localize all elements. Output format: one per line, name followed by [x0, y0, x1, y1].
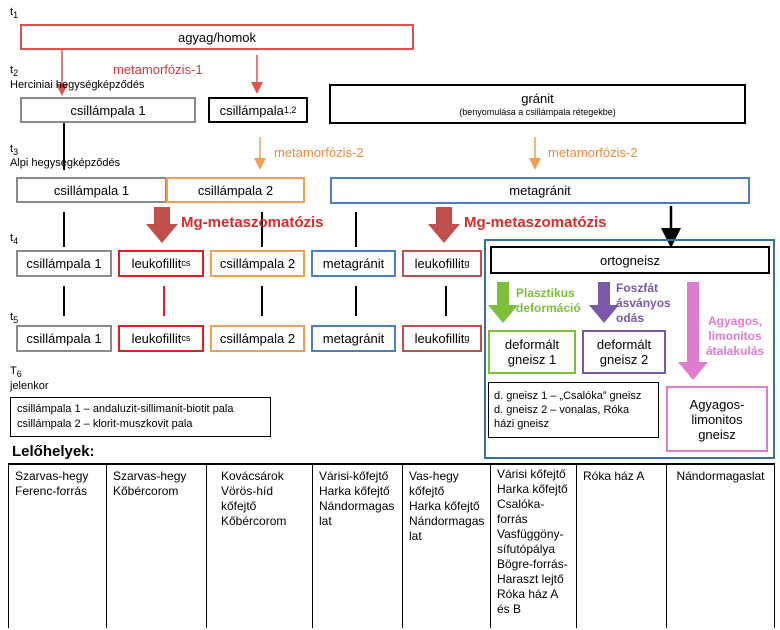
label-metamorfozis-2-right: metamorfózis-2 — [548, 145, 638, 160]
ortogneisz-panel — [484, 239, 775, 459]
box-csillampala-legend: csillámpala 1 – andaluzit-sillimanit-bio… — [10, 397, 271, 437]
time-t2: t2 — [10, 64, 19, 79]
time-t1: t1 — [10, 6, 19, 21]
box-agyag-homok: agyag/homok — [20, 24, 414, 50]
arrow-pink — [678, 282, 708, 380]
time-t2-label: Herciniai hegységképződés — [10, 79, 145, 91]
arrow-green — [488, 282, 518, 323]
time-t3: t3 — [10, 143, 19, 158]
time-t5: t5 — [10, 311, 19, 326]
lelohelyek-title: Lelőhelyek: — [12, 443, 95, 460]
time-t3-label: Alpi hegységképződés — [10, 157, 121, 169]
label-metamorfozis-2-left: metamorfózis-2 — [274, 145, 364, 160]
box-csillampala-2-t4: csillámpala 2 — [210, 250, 305, 277]
box-csillampala-1-t4: csillámpala 1 — [16, 250, 112, 277]
box-metagranit-t5: metagránit — [311, 325, 396, 352]
label-mg-metaszomatozis-2: Mg-metaszomatózis — [464, 214, 607, 231]
box-granit: gránit (benyomulása a csillámpala rétege… — [329, 84, 746, 124]
label-mg-metaszomatozis-1: Mg-metaszomatózis — [181, 214, 324, 231]
box-metagranit-t4: metagránit — [311, 250, 396, 277]
granit-title: gránit — [521, 90, 554, 106]
lelohely-cell: Róka ház A — [576, 465, 667, 628]
box-csillampala-2-t3: csillámpala 2 — [166, 177, 305, 203]
box-csillampala-1-t5: csillámpala 1 — [16, 325, 112, 352]
big-arrow-mg2 — [428, 207, 460, 243]
time-t6-label: jelenkor — [10, 380, 49, 392]
big-arrow-mg1 — [146, 207, 178, 243]
box-csillampala-1-t3: csillámpala 1 — [16, 177, 167, 203]
box-csillampala-1-t2: csillámpala 1 — [20, 97, 196, 123]
box-metagranit-t3: metagránit — [330, 177, 750, 204]
arrow-purple — [589, 282, 619, 323]
label-metamorfozis-1: metamorfózis-1 — [113, 62, 203, 77]
box-csillampala-2-t5: csillámpala 2 — [210, 325, 305, 352]
lelohely-cell: Nándormagaslat — [666, 465, 775, 628]
box-ortogneisz: ortogneisz — [490, 246, 770, 274]
time-t6: T6 — [10, 365, 22, 380]
time-t4: t4 — [10, 232, 19, 247]
granit-note: (benyomulása a csillámpala rétegekbe) — [459, 106, 616, 117]
